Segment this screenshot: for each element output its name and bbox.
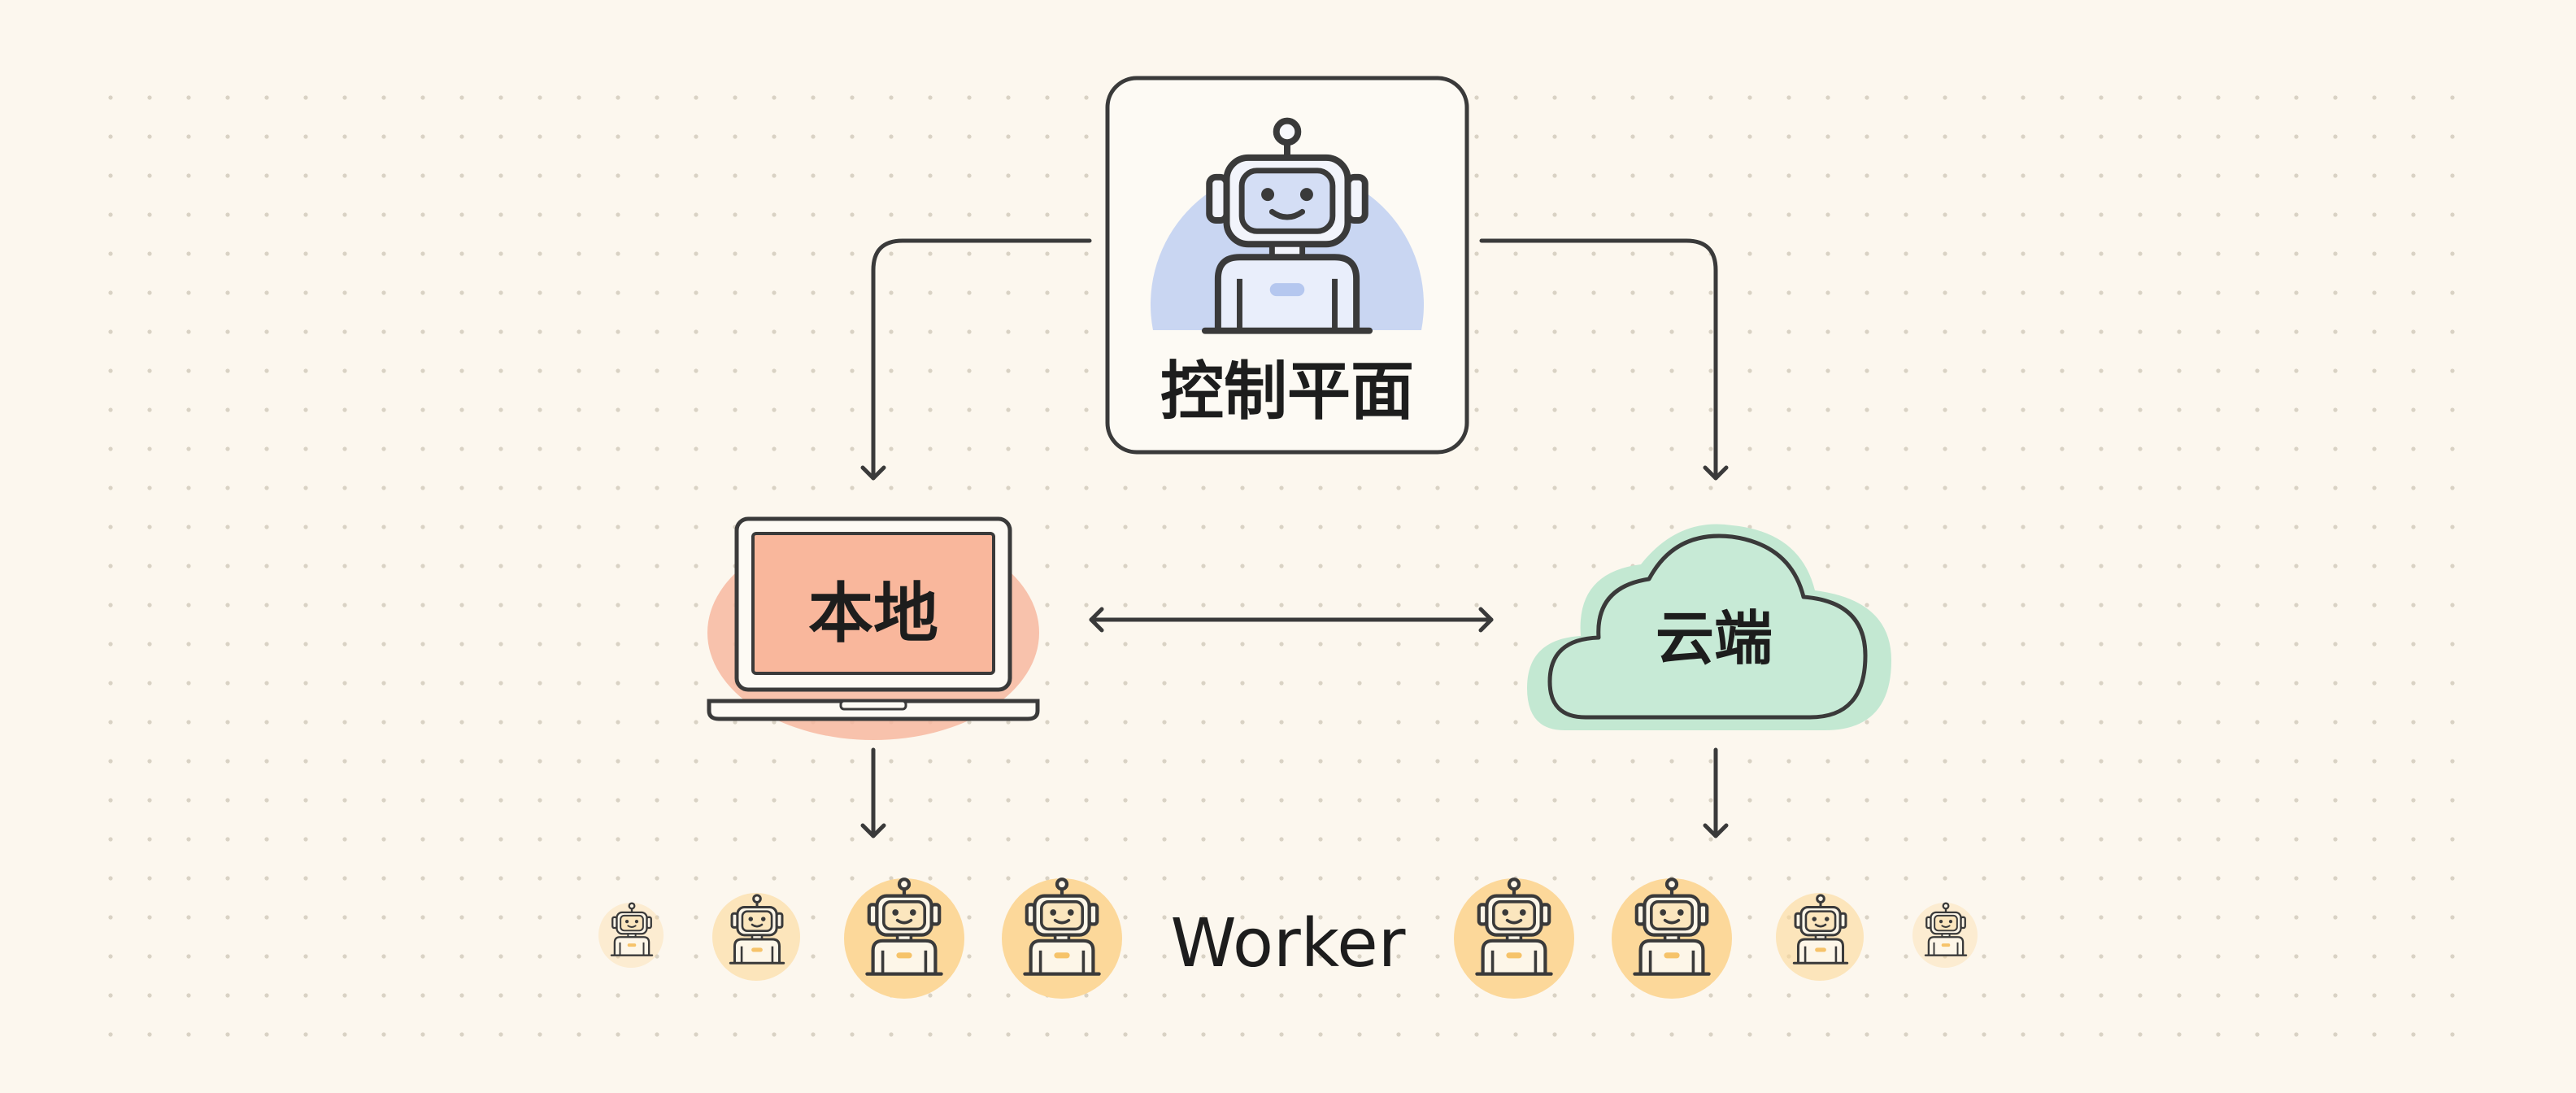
arrow-control-to-local	[860, 238, 1092, 481]
worker-robot	[1612, 878, 1732, 999]
connectors	[860, 238, 1729, 838]
control-plane-node: 控制平面	[1105, 76, 1469, 455]
laptop-trackpad-notch	[839, 699, 907, 711]
arrow-control-to-cloud	[1479, 238, 1729, 481]
worker-robot	[1912, 902, 1978, 968]
worker-robot	[598, 902, 664, 968]
control-plane-label: 控制平面	[1160, 355, 1414, 429]
worker-robot	[1002, 878, 1122, 999]
cloud-label: 云端	[1656, 604, 1773, 673]
cloud-icon	[1547, 533, 1868, 720]
local-node: 本地	[707, 516, 1040, 740]
cloud-node: 云端	[1527, 524, 1891, 730]
worker-robot	[1454, 878, 1574, 999]
worker-robot	[1776, 893, 1864, 981]
workers-row: Worker	[598, 878, 1978, 999]
worker-label: Worker	[1171, 905, 1406, 982]
worker-robot	[712, 893, 800, 981]
worker-robot	[844, 878, 964, 999]
local-label: 本地	[808, 576, 938, 651]
laptop-screen	[751, 532, 995, 675]
